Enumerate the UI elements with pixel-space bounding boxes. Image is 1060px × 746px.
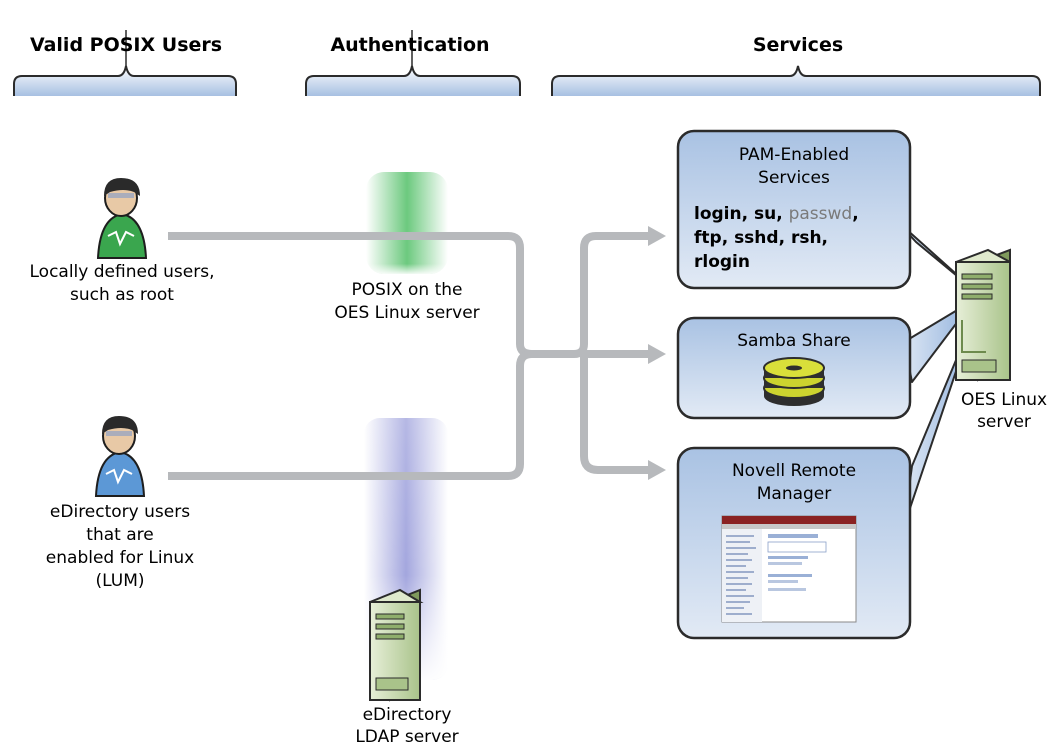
- local-users-label-line2: such as root: [70, 285, 174, 305]
- edir-users-label-line2: that are: [86, 525, 153, 545]
- edir-users-label-line1: eDirectory users: [50, 502, 190, 522]
- posix-column: [366, 172, 448, 274]
- posix-label-line1: POSIX on the: [352, 280, 463, 300]
- server-label-line2: server: [977, 412, 1031, 432]
- header-authentication: Authentication: [330, 34, 489, 56]
- connector-arrows: [168, 232, 650, 480]
- pam-title-line2: Services: [758, 168, 830, 188]
- header-bracket-users: [13, 30, 237, 96]
- nrm-title-line2: Manager: [757, 484, 832, 504]
- header-valid-posix-users: Valid POSIX Users: [30, 34, 222, 56]
- edir-users-label-line4: (LUM): [96, 571, 145, 591]
- pam-commands-line3: rlogin: [694, 252, 750, 272]
- pam-commands-line2: ftp, sshd, rsh,: [694, 228, 828, 248]
- edir-users-label-line3: enabled for Linux: [46, 548, 194, 568]
- nrm-title-line1: Novell Remote: [732, 461, 856, 481]
- local-users-label-line1: Locally defined users,: [30, 262, 215, 282]
- ldap-label-line1: eDirectory: [363, 705, 452, 725]
- ldap-server-icon: [369, 588, 424, 702]
- user-green-icon: [96, 178, 148, 259]
- samba-title: Samba Share: [737, 331, 850, 351]
- header-services: Services: [753, 34, 843, 56]
- nrm-screenshot-icon: [721, 515, 857, 623]
- panel-pam-services: [676, 129, 912, 290]
- user-blue-icon: [94, 416, 146, 497]
- header-bracket-services: [551, 65, 1041, 96]
- posix-label-line2: OES Linux server: [334, 303, 479, 323]
- ldap-label-line2: LDAP server: [355, 727, 458, 746]
- pam-title-line1: PAM-Enabled: [739, 145, 849, 165]
- server-icon: [955, 248, 1011, 382]
- server-label-line1: OES Linux: [961, 390, 1047, 410]
- pam-commands-line1: login, su, passwd,: [694, 204, 859, 224]
- header-bracket-auth: [305, 30, 521, 96]
- arrowheads: [648, 226, 666, 480]
- disk-stack-icon: [763, 357, 825, 406]
